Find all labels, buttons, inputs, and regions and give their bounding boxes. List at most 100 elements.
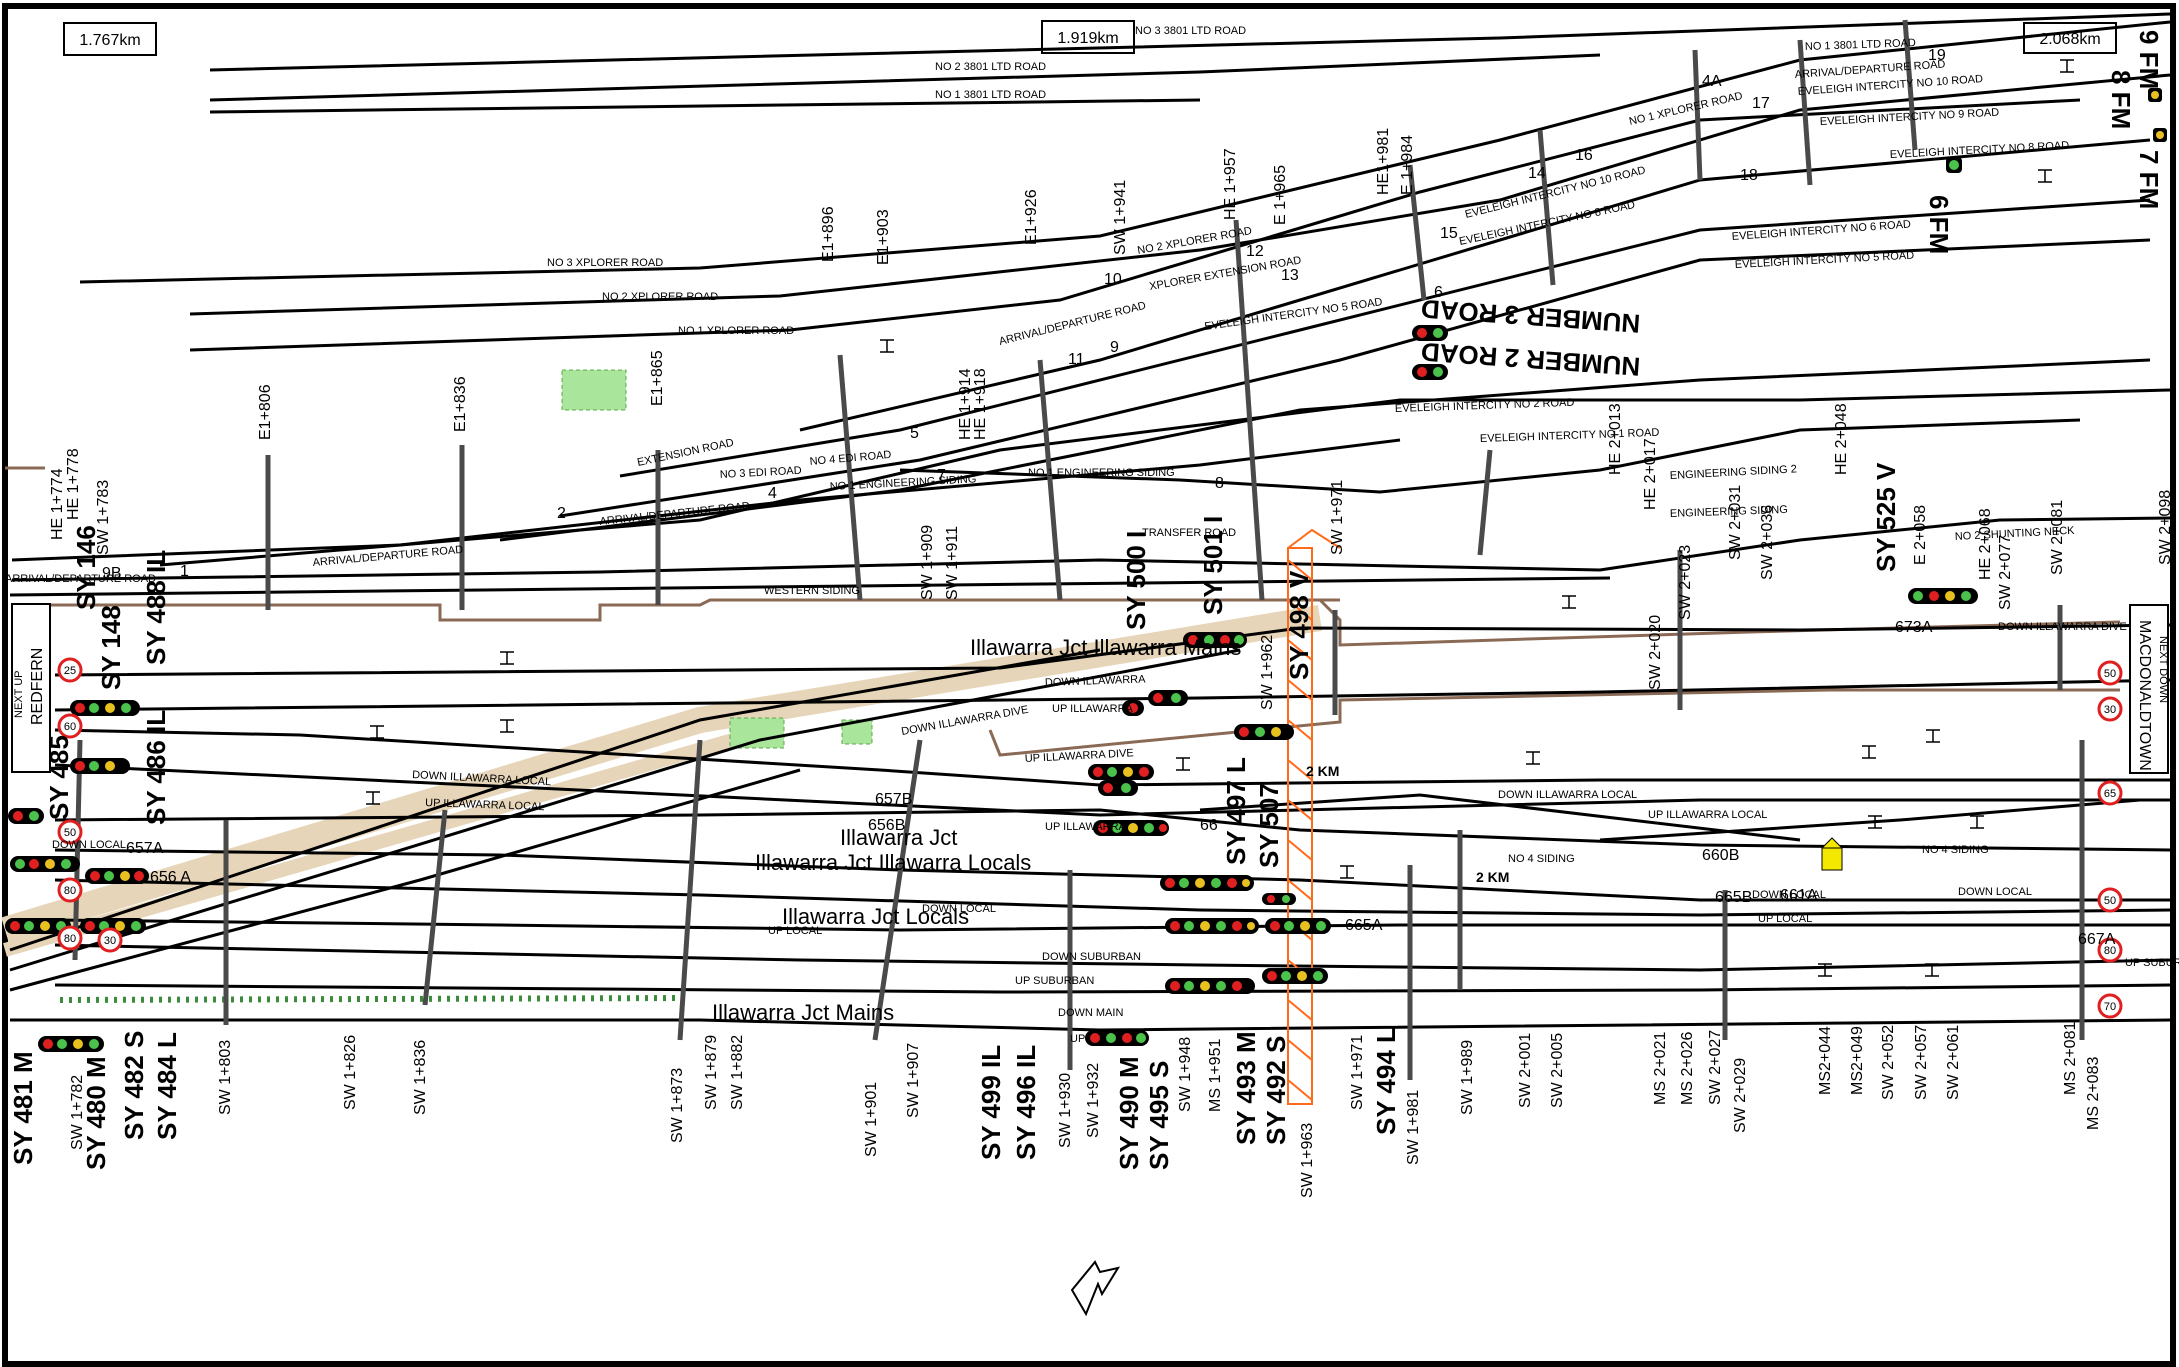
station-redfern: REDFERN NEXT UP xyxy=(11,603,51,773)
svg-text:SW 1+879: SW 1+879 xyxy=(703,1035,720,1110)
svg-text:E1+836: E1+836 xyxy=(452,376,469,432)
svg-text:ARRIVAL/DEPARTURE ROAD: ARRIVAL/DEPARTURE ROAD xyxy=(998,300,1147,348)
svg-text:14: 14 xyxy=(1528,165,1546,182)
svg-text:SY 146: SY 146 xyxy=(71,525,101,610)
svg-text:UP ILLAWARRA: UP ILLAWARRA xyxy=(1052,703,1134,715)
svg-text:ENGINEERING SIDING 2: ENGINEERING SIDING 2 xyxy=(1670,463,1798,482)
svg-text:2: 2 xyxy=(557,505,566,522)
svg-text:17: 17 xyxy=(1752,95,1770,112)
svg-text:SW 1+882: SW 1+882 xyxy=(729,1035,746,1110)
svg-text:UP SUBURBAN: UP SUBURBAN xyxy=(2125,957,2179,969)
gantry-masts xyxy=(72,19,2085,1080)
svg-text:E1+903: E1+903 xyxy=(875,209,892,265)
svg-text:DOWN ILLAWARRA: DOWN ILLAWARRA xyxy=(1045,673,1147,689)
marker-ticks xyxy=(366,59,2074,977)
svg-text:80: 80 xyxy=(64,933,76,945)
svg-text:UP ILLAWARRA: UP ILLAWARRA xyxy=(1045,821,1127,833)
svg-text:9B: 9B xyxy=(102,565,122,582)
svg-text:80: 80 xyxy=(64,885,76,897)
svg-text:UP: UP xyxy=(1070,1033,1085,1045)
svg-text:50: 50 xyxy=(64,827,76,839)
svg-text:SW 1+901: SW 1+901 xyxy=(863,1082,880,1157)
north-arrow-icon xyxy=(1070,1260,1121,1317)
svg-text:673A: 673A xyxy=(1895,619,1933,636)
svg-text:DOWN LOCAL: DOWN LOCAL xyxy=(1752,889,1826,901)
svg-text:19: 19 xyxy=(1928,47,1946,64)
svg-text:E 1+965: E 1+965 xyxy=(1272,165,1289,225)
svg-text:HE 1+778: HE 1+778 xyxy=(65,448,82,520)
svg-text:SW 1+963: SW 1+963 xyxy=(1299,1123,1316,1198)
svg-text:25: 25 xyxy=(64,665,76,677)
svg-text:E1+865: E1+865 xyxy=(649,350,666,406)
svg-text:SW 2+001: SW 2+001 xyxy=(1517,1033,1534,1108)
yellow-marker xyxy=(1821,837,1843,871)
svg-text:MS 1+951: MS 1+951 xyxy=(1207,1039,1224,1112)
svg-text:NO 3 XPLORER ROAD: NO 3 XPLORER ROAD xyxy=(547,257,663,269)
station-macdonaldtown: MACDONALDTOWN NEXT DOWN xyxy=(2129,604,2169,774)
diagram-frame xyxy=(2,3,2176,1367)
svg-text:UP ILLAWARRA LOCAL: UP ILLAWARRA LOCAL xyxy=(1648,809,1767,821)
svg-text:HE1+981: HE1+981 xyxy=(1375,128,1392,195)
svg-text:SW 1+962: SW 1+962 xyxy=(1259,635,1276,710)
svg-text:SW 2+061: SW 2+061 xyxy=(1945,1025,1962,1100)
svg-text:HE 2+017: HE 2+017 xyxy=(1642,438,1659,510)
svg-text:SY 498 V: SY 498 V xyxy=(1284,570,1314,680)
svg-text:SW 2+098: SW 2+098 xyxy=(2157,490,2174,565)
svg-text:DOWN SUBURBAN: DOWN SUBURBAN xyxy=(1042,951,1141,963)
svg-text:30: 30 xyxy=(2104,704,2116,716)
svg-text:SY 480 M: SY 480 M xyxy=(81,1056,111,1170)
svg-text:660B: 660B xyxy=(1702,847,1739,864)
svg-text:DOWN LOCAL: DOWN LOCAL xyxy=(52,839,126,851)
svg-text:SW 2+023: SW 2+023 xyxy=(1677,545,1694,620)
svg-text:1: 1 xyxy=(180,563,189,580)
label-jct-locals-1: Illawarra Jct Illawarra Locals xyxy=(755,850,1031,875)
label-jct-mains-2: Illawarra Jct Mains xyxy=(712,1000,894,1025)
svg-text:656 A: 656 A xyxy=(150,869,191,886)
svg-text:60: 60 xyxy=(64,721,76,733)
svg-text:TRANSFER ROAD: TRANSFER ROAD xyxy=(1142,527,1236,539)
svg-text:UP LOCAL: UP LOCAL xyxy=(1758,913,1812,925)
green-pad-2 xyxy=(729,717,785,749)
svg-text:SY 494 L: SY 494 L xyxy=(1371,1027,1401,1135)
svg-text:DOWN ILLAWARRA LOCAL: DOWN ILLAWARRA LOCAL xyxy=(1498,789,1637,801)
svg-text:6 FM: 6 FM xyxy=(1924,195,1954,254)
svg-text:SW 1+873: SW 1+873 xyxy=(669,1068,686,1143)
svg-text:SY 492 S: SY 492 S xyxy=(1261,1036,1291,1145)
svg-text:SY 148: SY 148 xyxy=(96,605,126,690)
svg-text:E 1+984: E 1+984 xyxy=(1399,135,1416,195)
signal-names: SY 146 SY 148 SY 488 IL SY 485 SY 486 IL… xyxy=(8,462,1901,1170)
svg-text:HE 2+048: HE 2+048 xyxy=(1833,403,1850,475)
label-jct: Illawarra Jct xyxy=(840,825,957,850)
speed-signs: 25 60 50 80 80 30 50 30 65 50 80 70 xyxy=(57,657,2123,1019)
svg-text:SW 1+783: SW 1+783 xyxy=(95,480,112,555)
svg-text:EVELEIGH INTERCITY NO 1 ROAD: EVELEIGH INTERCITY NO 1 ROAD xyxy=(1480,427,1660,445)
svg-text:NO 2 3801 LTD ROAD: NO 2 3801 LTD ROAD xyxy=(935,61,1046,73)
svg-text:NO 1 ENGINEERING SIDING: NO 1 ENGINEERING SIDING xyxy=(1028,467,1175,479)
svg-text:NO 4 SIDING: NO 4 SIDING xyxy=(1508,853,1575,865)
svg-text:HE 1+914: HE 1+914 xyxy=(957,368,974,440)
svg-text:ARRIVAL/DEPARTURE ROAD: ARRIVAL/DEPARTURE ROAD xyxy=(5,573,156,585)
svg-text:12: 12 xyxy=(1246,243,1264,260)
svg-text:SW 1+836: SW 1+836 xyxy=(412,1040,429,1115)
svg-text:E1+926: E1+926 xyxy=(1023,189,1040,245)
svg-text:SY 500 I: SY 500 I xyxy=(1121,531,1151,630)
svg-text:SW 2+005: SW 2+005 xyxy=(1549,1033,1566,1108)
svg-text:DOWN LOCAL: DOWN LOCAL xyxy=(1958,886,2032,898)
svg-text:UP LOCAL: UP LOCAL xyxy=(768,925,822,937)
signal-heads xyxy=(5,88,2167,1052)
svg-text:NO 3 EDI ROAD: NO 3 EDI ROAD xyxy=(720,465,802,481)
svg-text:SW 1+909: SW 1+909 xyxy=(919,525,936,600)
svg-text:SY 490 M: SY 490 M xyxy=(1114,1056,1144,1170)
svg-text:SY 484 L: SY 484 L xyxy=(152,1032,182,1140)
svg-text:SW 2+077: SW 2+077 xyxy=(1997,535,2014,610)
svg-text:15: 15 xyxy=(1440,225,1458,242)
km-marker-2: 2 KM xyxy=(1476,869,1509,885)
svg-text:SY 496 IL: SY 496 IL xyxy=(1011,1045,1041,1160)
svg-text:DOWN MAIN: DOWN MAIN xyxy=(1058,1007,1123,1019)
svg-text:NUMBER 3 ROAD: NUMBER 3 ROAD xyxy=(1420,294,1641,339)
km-marker-1: 2 KM xyxy=(1306,763,1339,779)
svg-text:18: 18 xyxy=(1740,167,1758,184)
fm-labels: 9 FM 8 FM 7 FM 6 FM xyxy=(1924,30,2164,254)
svg-text:SW 1+971: SW 1+971 xyxy=(1329,480,1346,555)
